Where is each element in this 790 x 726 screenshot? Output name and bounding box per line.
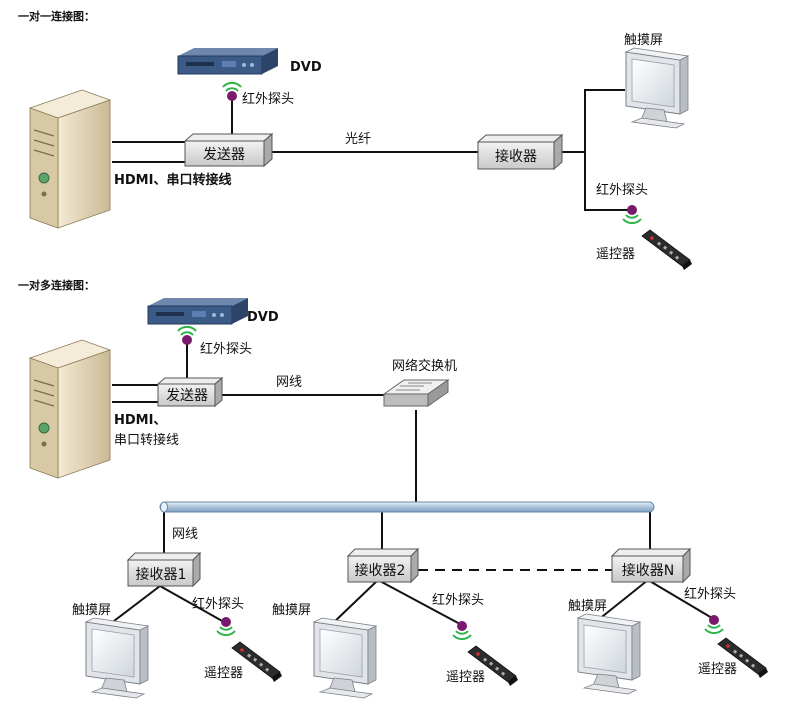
- ir-probe-label-right: 红外探头: [596, 182, 648, 198]
- network-switch-icon: [382, 379, 450, 407]
- touchscreen-label: 触摸屏: [272, 603, 311, 618]
- remote-control-icon: [641, 229, 693, 271]
- receiver-2-label: 接收器2: [355, 562, 406, 579]
- touchscreen-label: 触摸屏: [72, 603, 111, 618]
- network-cable-label: 网线: [276, 375, 302, 390]
- dvd-player-icon: [147, 297, 249, 325]
- ir-probe-label: 红外探头: [242, 91, 294, 107]
- ir-probe-icon: [222, 81, 242, 102]
- pc-tower-icon: [29, 89, 111, 229]
- network-bus: [159, 501, 655, 513]
- receiver-box: 接收器: [476, 133, 564, 171]
- monitor-icon: [577, 613, 641, 695]
- cable-label-line1: HDMI、: [114, 413, 166, 428]
- receiver-2-box: 接收器2: [346, 547, 420, 584]
- fiber-label: 光纤: [345, 132, 371, 147]
- section2-header: 一对多连接图：: [18, 278, 95, 292]
- dvd-label: DVD: [290, 60, 322, 75]
- section2-cables: [109, 343, 713, 625]
- remote-label: 遥控器: [596, 247, 635, 262]
- monitor-icon: [625, 47, 689, 129]
- touchscreen-label: 触摸屏: [624, 33, 663, 48]
- pc-tower-icon: [29, 339, 111, 479]
- receiver-n-label: 接收器N: [622, 562, 674, 579]
- switch-label: 网络交换机: [392, 358, 457, 374]
- receiver-1-box: 接收器1: [126, 551, 202, 588]
- cable-label: HDMI、串口转接线: [114, 172, 231, 188]
- sender-box: 发送器: [156, 376, 224, 408]
- ir-probe-icon: [704, 614, 724, 635]
- dvd-player-icon: [177, 47, 279, 75]
- receiver-n-box: 接收器N: [610, 547, 692, 584]
- ir-probe-label: 红外探头: [200, 341, 252, 357]
- ir-probe-icon: [622, 204, 642, 225]
- ir-probe-label: 红外探头: [684, 586, 736, 602]
- monitor-icon: [313, 617, 377, 699]
- cable-label-line2: 串口转接线: [114, 432, 179, 448]
- network-cable-label-bottom: 网线: [172, 527, 198, 542]
- ir-probe-icon: [177, 325, 197, 346]
- remote-label: 遥控器: [204, 666, 243, 681]
- ir-probe-icon: [452, 620, 472, 641]
- section1-cables: [112, 89, 628, 211]
- section1-header: 一对一连接图：: [18, 9, 95, 23]
- ir-probe-label: 红外探头: [192, 596, 244, 612]
- sender-box: 发送器: [183, 132, 274, 168]
- remote-label: 遥控器: [446, 670, 485, 685]
- touchscreen-label: 触摸屏: [568, 599, 607, 614]
- dvd-label: DVD: [247, 310, 279, 325]
- monitor-icon: [85, 617, 149, 699]
- receiver-label: 接收器: [495, 148, 537, 165]
- ir-probe-label: 红外探头: [432, 592, 484, 608]
- sender-label: 发送器: [166, 388, 208, 404]
- receiver-1-label: 接收器1: [136, 566, 187, 583]
- sender-label: 发送器: [203, 147, 245, 163]
- remote-label: 遥控器: [698, 662, 737, 677]
